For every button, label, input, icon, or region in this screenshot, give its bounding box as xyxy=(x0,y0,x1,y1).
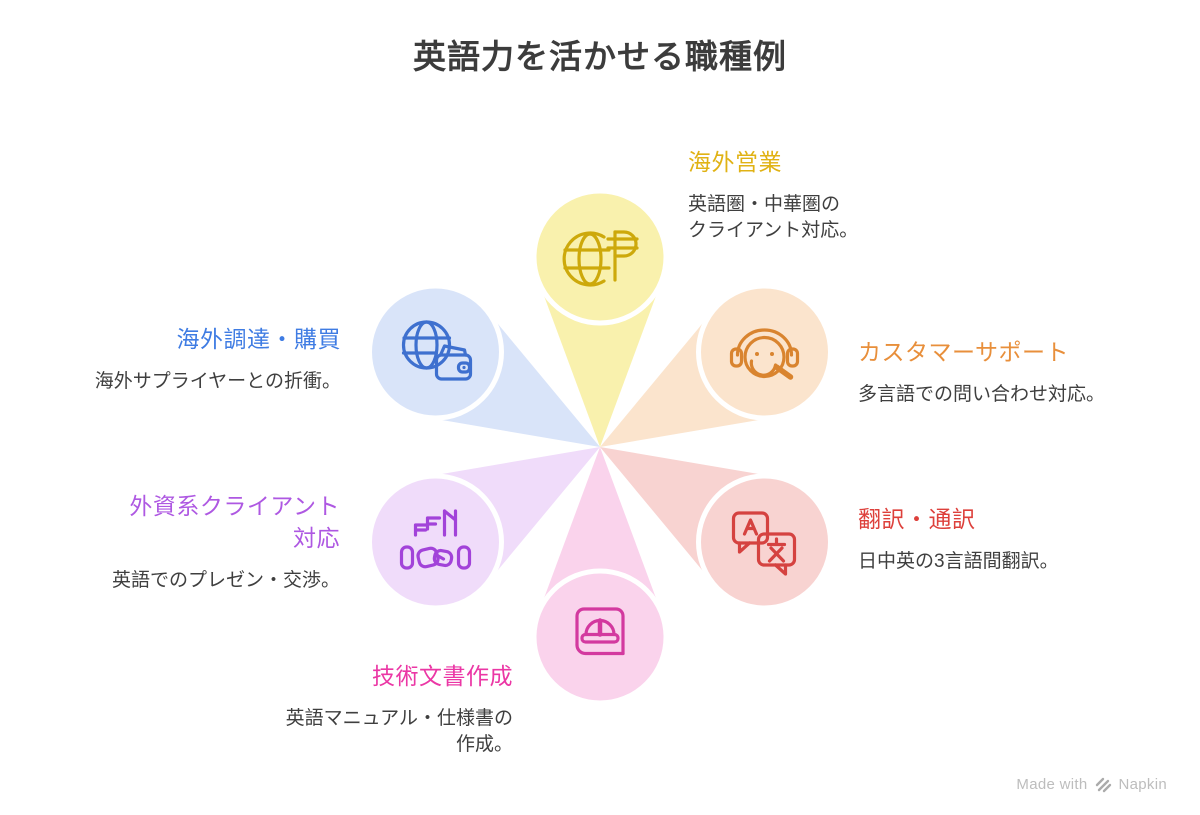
petal-label-translation: 翻訳・通訳 xyxy=(858,506,976,532)
translation-bubbles-icon xyxy=(731,511,797,576)
globe-wallet-icon xyxy=(401,320,473,381)
petal-text-procurement: 海外調達・購買 海外サプライヤーとの折衝。 xyxy=(95,323,341,395)
watermark-brand: Napkin xyxy=(1118,776,1167,793)
petal-label-procurement: 海外調達・購買 xyxy=(176,326,341,352)
watermark-text: Made with xyxy=(1016,776,1088,793)
diagram-title: 英語力を活かせる職種例 xyxy=(413,38,787,75)
petal-label-technical-writing: 技術文書作成 xyxy=(372,663,513,689)
headset-agent-icon xyxy=(729,328,800,380)
circle-technical-writing xyxy=(531,568,669,706)
petal-description-technical-writing: 英語マニュアル・仕様書の 作成。 xyxy=(285,708,513,755)
petal-text-overseas-sales: 海外営業 英語圏・中華圏の クライアント対応。 xyxy=(688,146,858,244)
eye-dot xyxy=(755,352,759,356)
petal-description-foreign-clients: 英語でのプレゼン・交渉。 xyxy=(111,570,340,591)
petal-label-foreign-clients: 外資系クライアント 対応 xyxy=(129,493,340,551)
petal-text-translation: 翻訳・通訳 日中英の3言語間翻訳。 xyxy=(858,503,1059,575)
petal-description-translation: 日中英の3言語間翻訳。 xyxy=(858,551,1059,572)
napkin-logo-icon xyxy=(1095,777,1111,793)
petal-text-customer-support: カスタマーサポート 多言語での問い合わせ対応。 xyxy=(858,336,1105,408)
manual-book-icon xyxy=(575,607,625,656)
petal-description-overseas-sales: 英語圏・中華圏の クライアント対応。 xyxy=(688,194,859,241)
eye-dot xyxy=(770,352,774,356)
circle-foreign-clients xyxy=(367,473,504,611)
circle-customer-support xyxy=(696,283,833,421)
snap-dot xyxy=(462,365,466,370)
globe-currency-icon xyxy=(562,230,639,287)
petal-text-technical-writing: 技術文書作成 英語マニュアル・仕様書の 作成。 xyxy=(286,660,513,758)
petal-description-procurement: 海外サプライヤーとの折衝。 xyxy=(94,371,341,392)
petal-label-customer-support: カスタマーサポート xyxy=(858,339,1070,365)
watermark: Made with Napkin xyxy=(1016,776,1167,793)
petal-text-foreign-clients: 外資系クライアント 対応 英語でのプレゼン・交渉。 xyxy=(112,490,340,594)
petal-label-overseas-sales: 海外営業 xyxy=(688,149,782,175)
petal-description-customer-support: 多言語での問い合わせ対応。 xyxy=(858,384,1106,405)
handshake-building-icon xyxy=(399,509,472,570)
